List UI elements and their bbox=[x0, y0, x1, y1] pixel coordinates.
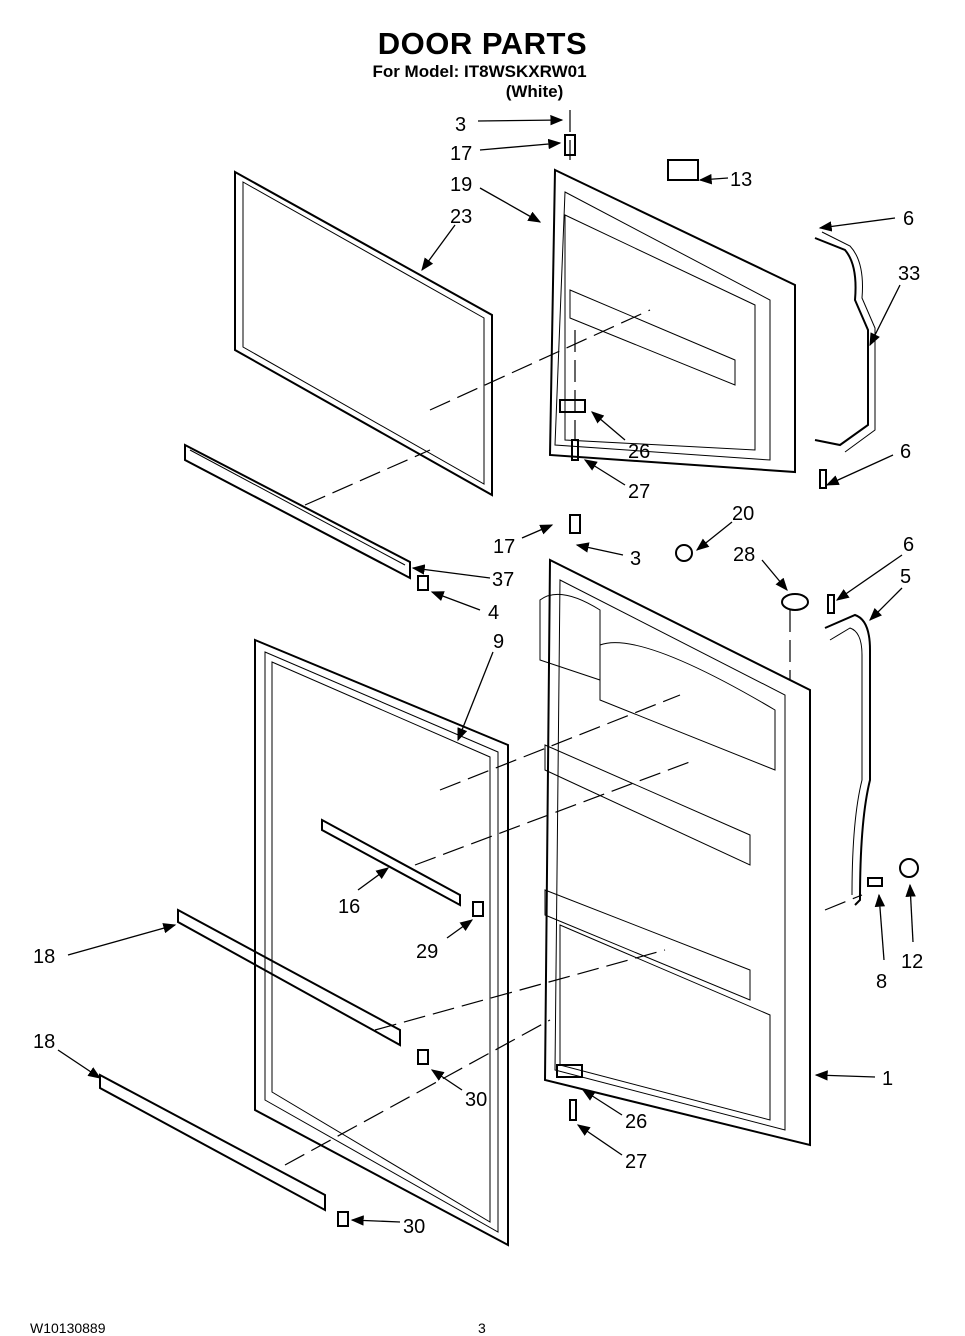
callout-26: 26 bbox=[625, 1111, 647, 1133]
callout-33: 33 bbox=[898, 263, 920, 285]
callout-leaders bbox=[57, 114, 916, 1226]
callout-labels: 3 17 13 19 23 6 33 26 27 6 20 17 3 28 6 … bbox=[33, 114, 923, 1238]
callout-3: 3 bbox=[455, 114, 466, 136]
callout-6: 6 bbox=[903, 208, 914, 230]
callout-6: 6 bbox=[903, 534, 914, 556]
callout-4: 4 bbox=[488, 602, 499, 624]
callout-27: 27 bbox=[625, 1151, 647, 1173]
callout-28: 28 bbox=[733, 544, 755, 566]
model-number: For Model: IT8WSKXRW01 bbox=[372, 62, 587, 81]
model-color: (White) bbox=[505, 82, 564, 101]
callout-5: 5 bbox=[900, 566, 911, 588]
callout-9: 9 bbox=[493, 631, 504, 653]
freezer-door bbox=[548, 168, 796, 474]
callout-16: 16 bbox=[338, 896, 360, 918]
document-number: W10130889 bbox=[30, 1320, 106, 1336]
callout-37: 37 bbox=[492, 569, 514, 591]
callout-18: 18 bbox=[33, 1031, 55, 1053]
callout-30: 30 bbox=[465, 1089, 487, 1111]
small-hardware bbox=[337, 134, 919, 1227]
callout-6: 6 bbox=[900, 441, 911, 463]
freezer-shelf-retainer bbox=[184, 443, 411, 580]
fresh-food-door-handle bbox=[824, 613, 871, 906]
callout-17: 17 bbox=[450, 143, 472, 165]
callout-23: 23 bbox=[450, 206, 472, 228]
callout-29: 29 bbox=[416, 941, 438, 963]
callout-30: 30 bbox=[403, 1216, 425, 1238]
callout-19: 19 bbox=[450, 174, 472, 196]
page-number: 3 bbox=[478, 1320, 486, 1336]
callout-27: 27 bbox=[628, 481, 650, 503]
callout-18: 18 bbox=[33, 946, 55, 968]
callout-26: 26 bbox=[628, 441, 650, 463]
freezer-door-handle bbox=[814, 231, 876, 453]
label-13 bbox=[667, 159, 699, 181]
callout-17: 17 bbox=[493, 536, 515, 558]
alignment-lines bbox=[284, 110, 863, 1166]
callout-3: 3 bbox=[630, 548, 641, 570]
page-title: DOOR PARTS bbox=[377, 26, 588, 61]
callout-13: 13 bbox=[730, 169, 752, 191]
shelf-retainer-16 bbox=[321, 818, 461, 907]
fresh-food-door-gasket bbox=[254, 638, 509, 1247]
callout-1: 1 bbox=[882, 1068, 893, 1090]
callout-12: 12 bbox=[901, 951, 923, 973]
shelf-retainer-18-upper bbox=[177, 908, 401, 1047]
fresh-food-door bbox=[539, 558, 811, 1147]
shelf-retainer-18-lower bbox=[99, 1073, 326, 1212]
callout-20: 20 bbox=[732, 503, 754, 525]
callout-8: 8 bbox=[876, 971, 887, 993]
freezer-door-gasket bbox=[234, 170, 493, 497]
